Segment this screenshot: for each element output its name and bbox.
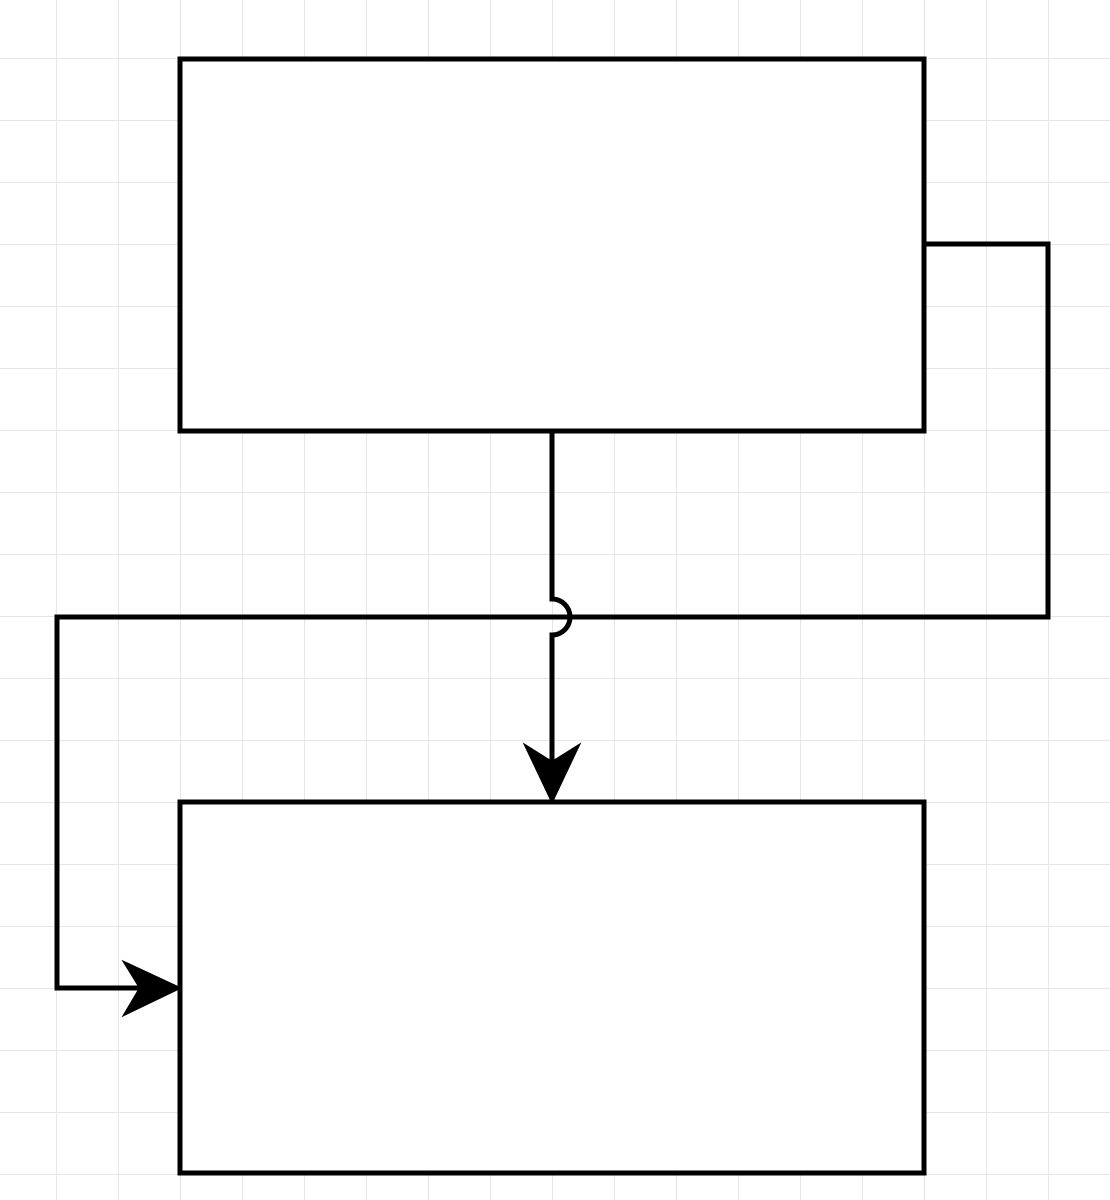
connector-loop-arrowhead [121,959,183,1018]
connector-loop[interactable] [54,241,1051,991]
connector-vertical-arrowhead [522,742,582,805]
bottom-rectangle[interactable] [177,799,927,1176]
connector-vertical[interactable] [549,431,573,770]
top-rectangle[interactable] [177,56,927,434]
